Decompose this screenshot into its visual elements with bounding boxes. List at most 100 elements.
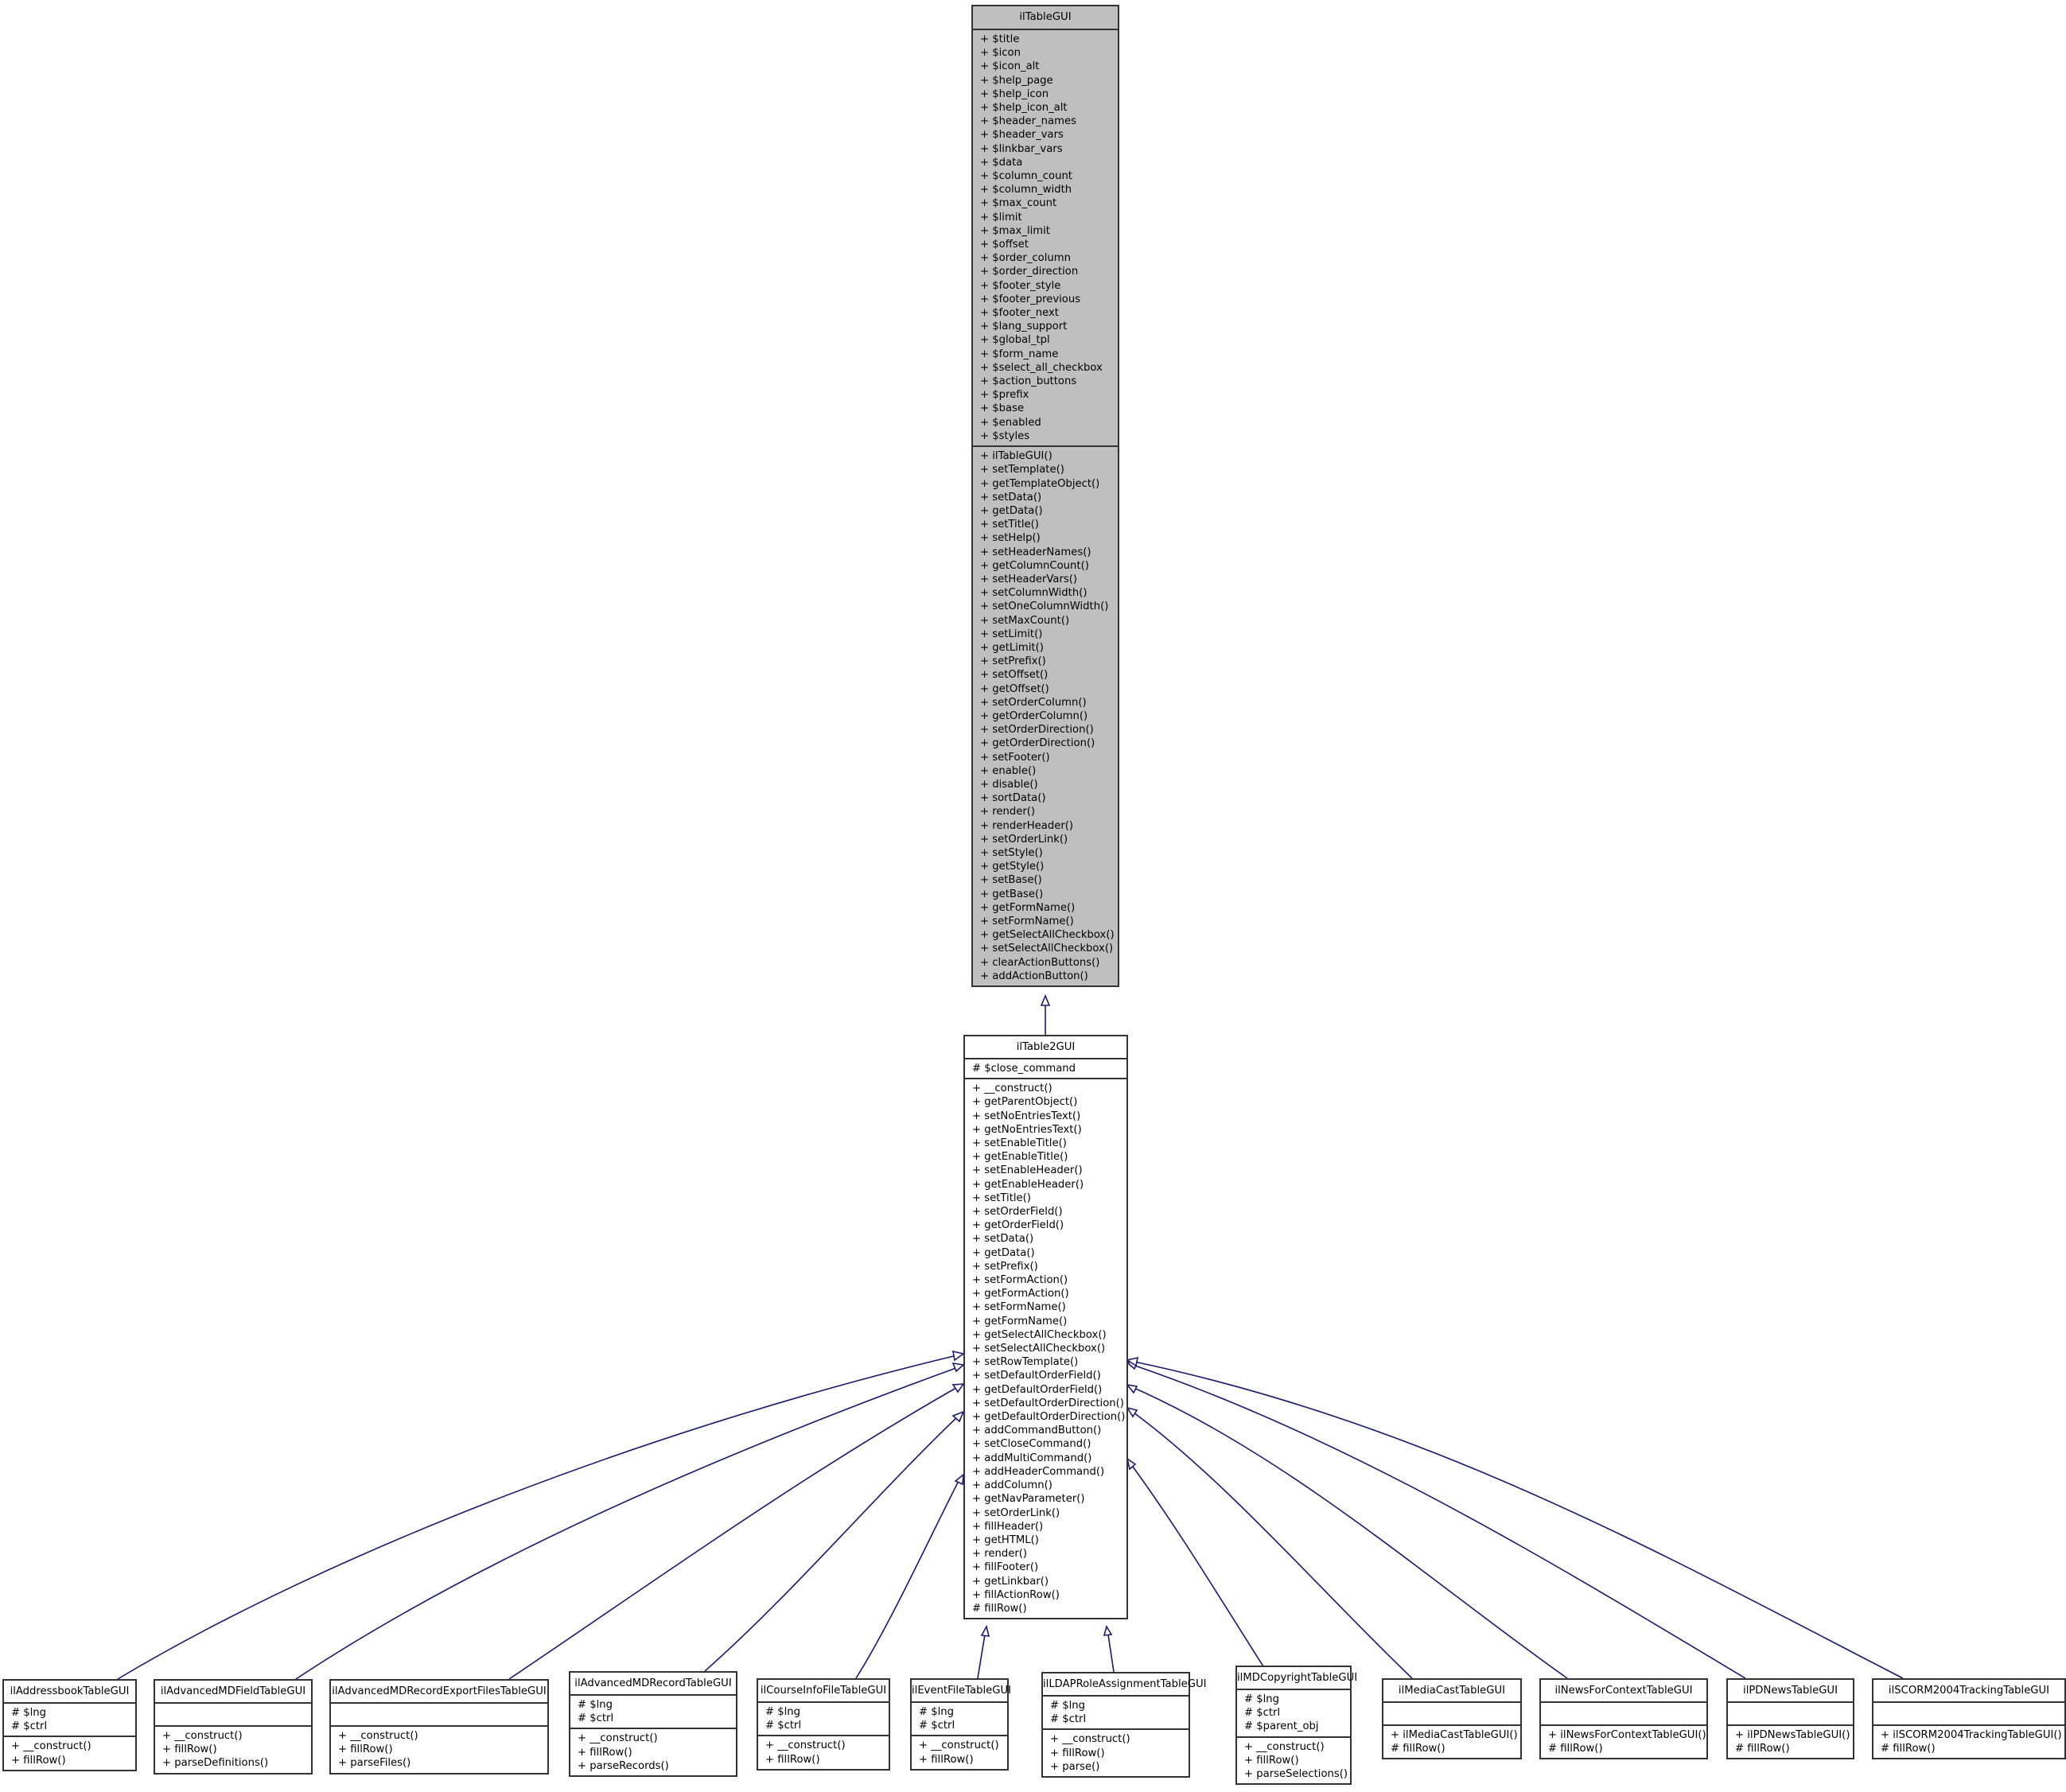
member-item: + $help_icon [980,87,1049,100]
member-item: # fillRow() [1735,1743,1790,1755]
member-item: + setNoEntriesText() [972,1110,1081,1122]
member-item: + setTitle() [980,519,1039,531]
class-title: ilPDNewsTableGUI [1728,1680,1853,1703]
member-item: + setData() [980,491,1042,503]
attributes-section: # $lng# $ctrl [4,1704,135,1738]
member-item: + $column_width [980,184,1072,196]
member-item: + $enabled [980,416,1041,429]
class-title: ilTableGUI [973,6,1118,30]
attributes-section: # $lng# $ctrl [758,1703,889,1737]
member-item: # $ctrl [1244,1707,1281,1720]
member-item: + setOrderDirection() [980,724,1094,737]
member-item: + setOffset() [980,669,1049,682]
member-item: + setSelectAllCheckbox() [980,943,1114,955]
member-item: + getOrderDirection() [980,737,1095,750]
class-box-iltablegui: ilTableGUI + $title+ $icon+ $icon_alt+ $… [971,5,1119,988]
member-item: + addActionButton() [980,970,1088,982]
member-item: + disable() [980,778,1038,791]
member-item: + setStyle() [980,846,1043,859]
class-title: ilLDAPRoleAssignmentTableGUI [1043,1673,1207,1697]
member-item: + $styles [980,430,1030,442]
class-box-ilmdcopyrighttablegui: ilMDCopyrightTableGUI# $lng# $ctrl# $par… [1235,1666,1357,1786]
member-item: + ilTableGUI() [980,450,1052,463]
attributes-section: # $close_command [965,1059,1126,1080]
member-item: + $icon [980,47,1021,60]
inheritance-arrowhead-icon [1040,993,1051,1006]
member-item: + fillFooter() [972,1561,1039,1574]
member-item: + $order_column [980,252,1071,265]
member-item: + addHeaderCommand() [972,1465,1105,1478]
attributes-section: # $lng# $ctrl [570,1696,736,1730]
member-item: + parseRecords() [578,1759,669,1772]
member-item: + $max_count [980,197,1057,210]
class-title: ilAdvancedMDRecordTableGUI [570,1673,736,1696]
class-title: ilSCORM2004TrackingTableGUI [1873,1680,2064,1703]
member-item: + setRowTemplate() [972,1356,1079,1369]
methods-section: + ilSCORM2004TrackingTableGUI()# fillRow… [1873,1726,2064,1758]
member-item: # $ctrl [578,1712,614,1725]
member-item: + fillRow() [919,1753,974,1766]
methods-section: + ilNewsForContextTableGUI()# fillRow() [1541,1726,1706,1758]
member-item: + setOrderLink() [972,1506,1060,1519]
member-item: + setFormAction() [972,1274,1068,1287]
member-item: + sortData() [980,792,1046,805]
member-item: + __construct() [162,1730,243,1742]
member-item: + $linkbar_vars [980,142,1063,155]
member-item: + $footer_style [980,279,1061,292]
member-item: + $column_count [980,170,1072,183]
class-box-ilpdnewstablegui: ilPDNewsTableGUI + ilPDNewsTableGUI()# fi… [1726,1678,1854,1760]
class-box-ilmediacasttablegui: ilMediaCastTableGUI+ ilMediaCastTableGUI… [1382,1678,1522,1760]
member-item: + __construct() [1050,1733,1130,1746]
attributes-section: # $lng# $ctrl [912,1703,1007,1737]
methods-section: + ilMediaCastTableGUI() # fillRow() [1383,1726,1520,1758]
attributes-section: # $lng# $ctrl# $parent_obj [1237,1690,1350,1738]
member-item: + __construct() [338,1730,418,1742]
member-item: + getSelectAllCheckbox() [972,1328,1107,1341]
member-item: + setHelp() [980,532,1041,545]
member-item: + ilMediaCastTableGUI() [1391,1729,1518,1741]
class-box-iladvancedmdfieldtablegui: ilAdvancedMDFieldTableGUI + __construct()… [154,1679,313,1775]
member-item: + $lang_support [980,321,1068,333]
member-item: # fillRow() [972,1602,1027,1615]
class-box-ilcourseinfofiletablegui: ilCourseInfoFileTableGUI# $lng# $ctrl+ _… [757,1678,890,1771]
member-item: + getEnableHeader() [972,1178,1084,1191]
member-item: + getEnableTitle() [972,1151,1068,1164]
member-item: + addColumn() [972,1479,1052,1492]
member-item: + fillActionRow() [972,1588,1060,1601]
member-item: # $ctrl [1050,1713,1087,1726]
member-item: + $order_direction [980,266,1079,278]
member-item: + ilSCORM2004TrackingTableGUI() [1881,1729,2062,1741]
methods-section: + __construct()+ fillRow()+ parseFiles() [331,1727,547,1773]
member-item: # $close_command [972,1063,1076,1075]
attributes-section [1383,1703,1520,1726]
methods-section: + __construct()+ fillRow()+ parseDefinit… [155,1727,311,1773]
member-item: + renderHeader() [980,819,1074,832]
member-item: + setMaxCount() [980,614,1070,627]
member-item: + setOrderField() [972,1206,1063,1219]
member-item: + enable() [980,764,1037,777]
class-box-ilnewsforcontexttablegui: ilNewsForContextTableGUI+ ilNewsForConte… [1539,1678,1708,1760]
member-item: + ilNewsForContextTableGUI() [1548,1729,1706,1741]
class-title: ilMDCopyrightTableGUI [1237,1667,1357,1690]
member-item: + getNoEntriesText() [972,1123,1082,1136]
member-item: + getOrderColumn() [980,709,1088,722]
methods-section: + ilPDNewsTableGUI()# fillRow() [1728,1726,1853,1758]
member-item: + addCommandButton() [972,1425,1102,1437]
attributes-section [331,1704,547,1727]
attributes-section: # $lng# $ctrl [1043,1697,1189,1731]
class-title: ilAdvancedMDFieldTableGUI [155,1681,311,1704]
member-item: + setPrefix() [980,655,1046,668]
member-item: # $ctrl [11,1720,48,1733]
member-item: + $prefix [980,389,1029,402]
member-item: + setEnableTitle() [972,1137,1067,1150]
member-item: + setDefaultOrderDirection() [972,1397,1124,1409]
member-item: + addMultiCommand() [972,1452,1092,1464]
class-box-ilscorm2004trackingtablegui: ilSCORM2004TrackingTableGUI + ilSCORM2004… [1872,1678,2066,1760]
member-item: + $footer_next [980,307,1059,320]
member-item: + fillRow() [1244,1754,1299,1767]
member-item: # fillRow() [1391,1743,1445,1755]
member-item: + __construct() [972,1083,1052,1095]
class-box-iltable2gui: ilTable2GUI # $close_command + __constru… [963,1035,1128,1620]
member-item: + setHeaderVars() [980,573,1078,585]
